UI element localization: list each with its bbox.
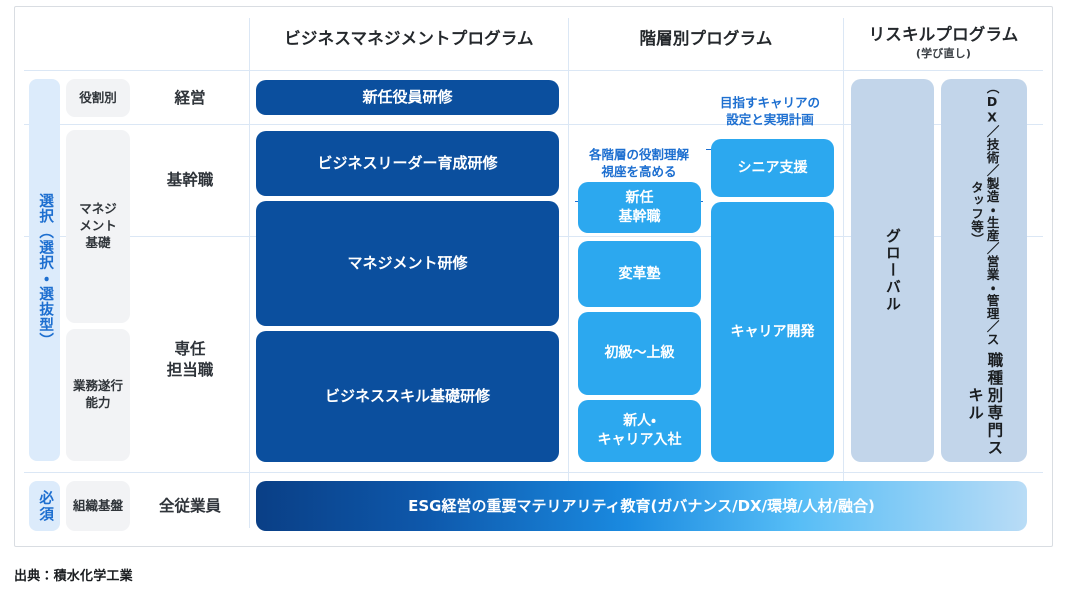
capability-chip-by-role: 役割別 (66, 79, 130, 117)
program-box-management-training[interactable]: マネジメント研修 (256, 201, 559, 326)
program-box-new-core-staff[interactable]: 新任 基幹職 (578, 182, 701, 233)
program-box-job-specific-skill-label: 職種別専門スキル (966, 352, 1004, 458)
column-header-title: リスキルプログラム (868, 25, 1019, 44)
role-level-executive: 経営 (174, 88, 206, 107)
grid-hline-row1 (24, 124, 1043, 125)
category-chip-selective: 選択（選択・選抜型） (29, 79, 60, 461)
column-header-tiered: 階層別プログラム (569, 28, 843, 50)
annotation-text: 目指すキャリアの 設定と実現計画 (719, 94, 820, 127)
capability-chip-management-basics: マネジ メント 基礎 (66, 130, 130, 323)
program-box-transformation-juku[interactable]: 変革塾 (578, 241, 701, 307)
role-level-core-staff: 基幹職 (166, 170, 214, 189)
program-box-career-development[interactable]: キャリア開発 (711, 202, 834, 462)
source-note: 出典：積水化学工業 (14, 569, 133, 584)
column-header-title: 階層別プログラム (639, 29, 773, 48)
role-level-all-employees: 全従業員 (158, 496, 221, 515)
column-header-reskill: リスキルプログラム (学び直し) (844, 24, 1043, 61)
annotation-text: 各階層の役割理解 視座を高める (588, 146, 689, 179)
category-chip-mandatory: 必須 (29, 481, 60, 531)
grid-vline-1 (249, 18, 250, 528)
program-box-senior-support[interactable]: シニア支援 (711, 139, 834, 197)
program-box-esg-materiality-education[interactable]: ESG経営の重要マテリアリティ教育(ガバナンス/DX/環境/人材/融合) (256, 481, 1027, 531)
grid-hline-header (24, 70, 1043, 71)
program-box-new-executive-training[interactable]: 新任役員研修 (256, 80, 559, 115)
capability-chip-org-foundation: 組織基盤 (66, 481, 130, 531)
capability-chip-job-execution: 業務遂行 能力 (66, 329, 130, 461)
program-box-newcomer-career-hire[interactable]: 新人・ キャリア入社 (578, 400, 701, 462)
program-box-beginner-to-advanced[interactable]: 初級〜上級 (578, 312, 701, 395)
column-header-subtitle: (学び直し) (915, 47, 972, 60)
grid-vline-3 (843, 18, 844, 528)
column-header-title: ビジネスマネジメントプログラム (284, 29, 534, 48)
grid-hline-row3 (24, 472, 1043, 473)
program-box-job-specific-skill[interactable]: （DX／技術／製造・生産／営業・管理／スタッフ等） 職種別専門スキル (941, 79, 1027, 462)
column-header-business-management: ビジネスマネジメントプログラム (250, 28, 568, 50)
program-box-job-specific-skill-detail: （DX／技術／製造・生産／営業・管理／スタッフ等） (969, 80, 1000, 346)
role-level-specialist: 専任 担当職 (166, 340, 214, 379)
program-box-business-leader-training[interactable]: ビジネスリーダー育成研修 (256, 131, 559, 196)
program-box-business-skill-basic-training[interactable]: ビジネススキル基礎研修 (256, 331, 559, 462)
program-box-global[interactable]: グローバル (851, 79, 934, 462)
grid-vline-2 (568, 18, 569, 528)
